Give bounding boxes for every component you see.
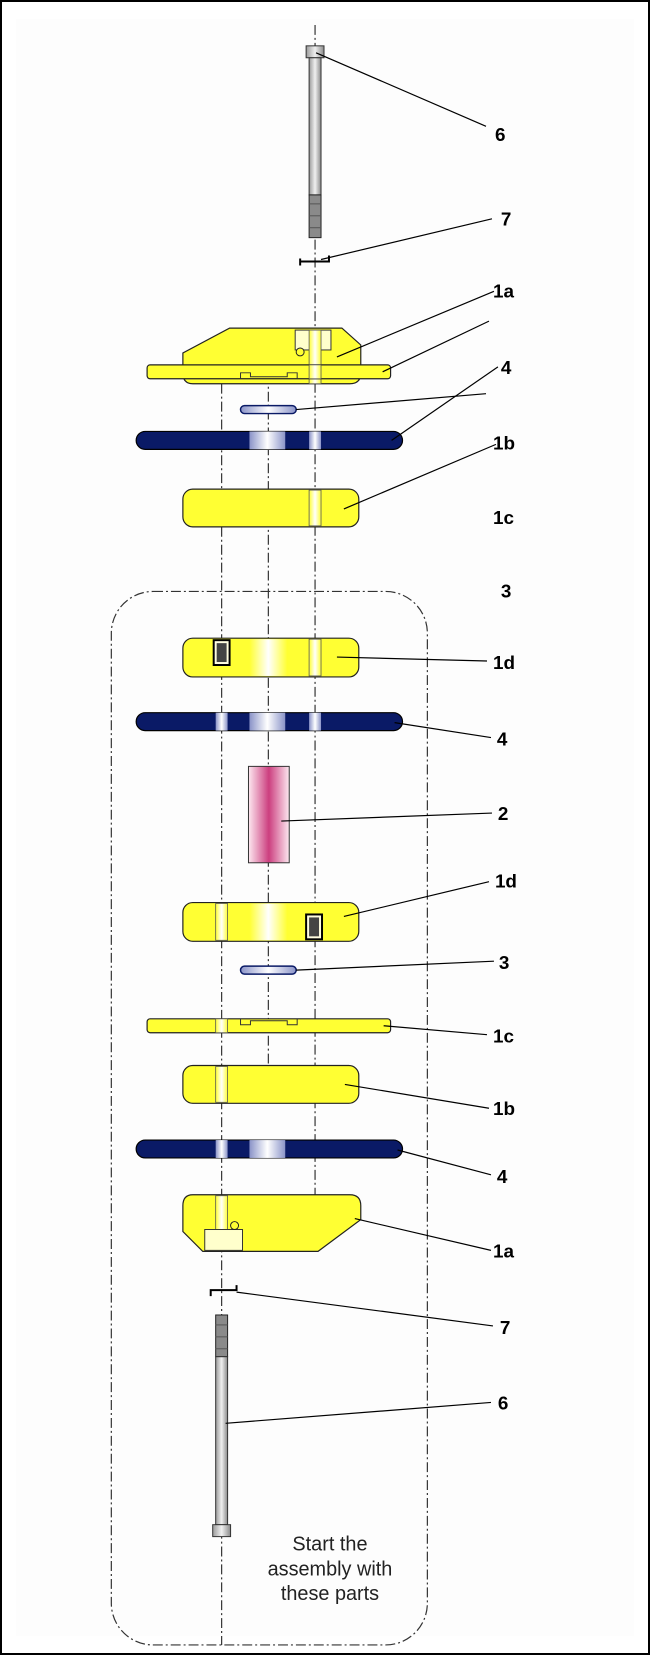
part-labels: 6 7 1a 4 1b 1c 3 1d 4 2 1d 3 1c 1b 4 1a … (493, 125, 517, 1414)
part-1b-low (182, 1064, 360, 1104)
part-1c-top (146, 364, 392, 380)
part-1d-upper (182, 637, 360, 678)
label-1c-low: 1c (493, 1027, 514, 1048)
label-6-top: 6 (495, 125, 506, 146)
page-backdrop (15, 19, 635, 1636)
label-1a-top: 1a (493, 281, 514, 302)
label-1d-lower: 1d (495, 872, 517, 893)
bolt-6-top (305, 45, 325, 239)
cylinder-2 (247, 765, 290, 864)
assembly-boundary (110, 590, 428, 1646)
spacer-4-low (135, 1139, 404, 1159)
label-1c-top: 1c (493, 508, 514, 529)
label-4-top: 4 (501, 358, 512, 379)
label-2: 2 (498, 804, 509, 825)
spacer-4-middle (135, 712, 404, 732)
label-7-low: 7 (500, 1318, 510, 1339)
label-1d-upper: 1d (493, 653, 515, 674)
label-1b-top: 1b (493, 433, 515, 454)
washer-7-top (299, 255, 330, 266)
part-1c-low (146, 1018, 392, 1034)
part-1b-top (182, 488, 360, 528)
label-3-low: 3 (499, 953, 510, 974)
assembly-note: Start the assembly with these parts (268, 1534, 393, 1606)
oring-3-low (239, 965, 297, 975)
note-line-2: assembly with (268, 1558, 393, 1580)
label-4-low: 4 (497, 1167, 508, 1188)
bolt-6-bottom (212, 1314, 232, 1538)
spacer-4-top (135, 430, 404, 450)
part-1d-lower (182, 901, 360, 942)
note-line-1: Start the (292, 1534, 367, 1556)
label-1a-low: 1a (493, 1241, 514, 1262)
note-line-3: these parts (281, 1583, 379, 1605)
oring-3-top (239, 404, 297, 415)
label-4-middle: 4 (497, 730, 508, 751)
leader-lines (225, 52, 499, 1424)
label-6-low: 6 (498, 1393, 509, 1414)
label-7-top: 7 (501, 210, 512, 231)
label-3-top: 3 (501, 581, 512, 602)
label-1b-low: 1b (493, 1099, 515, 1120)
part-1a-low (182, 1194, 362, 1252)
washer-7-low (209, 1285, 238, 1297)
